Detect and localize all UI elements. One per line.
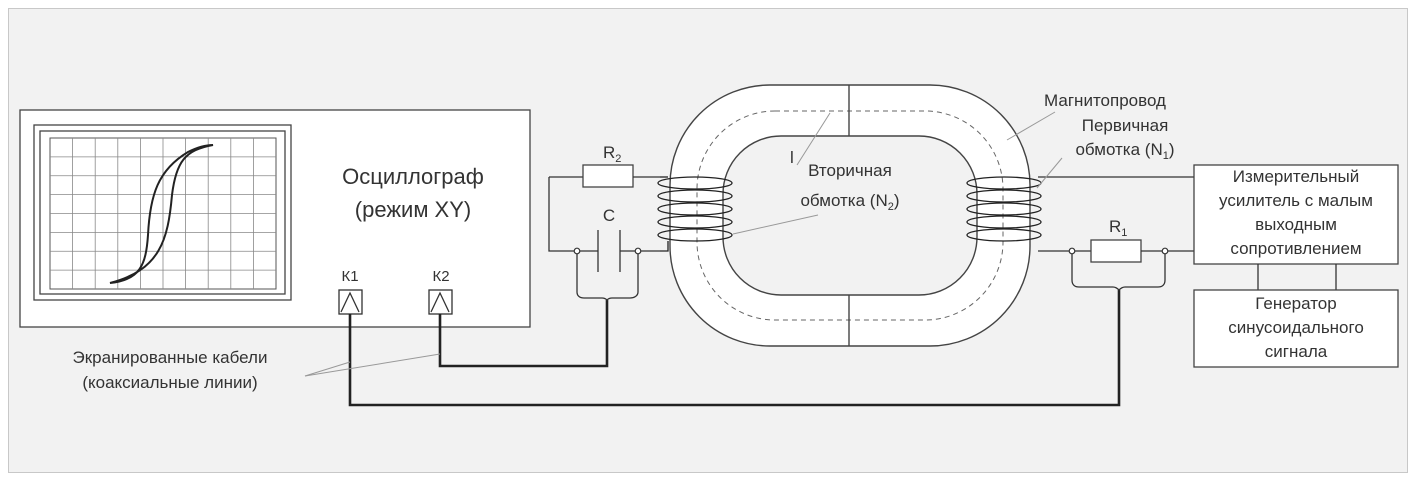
coax-cable-k2: [438, 300, 609, 368]
hysteresis-loop: [109, 144, 214, 284]
cables-label-line2: (коаксиальные линии): [82, 373, 257, 392]
core-inner-edge: [722, 135, 978, 296]
secondary-winding-label-line1: Вторичная: [808, 161, 892, 180]
primary-winding-label-line1: Первичная: [1082, 116, 1169, 135]
oscilloscope: Осциллограф (режим XY) К1 К2: [19, 109, 531, 328]
primary-winding-label-line2: обмотка (N1): [1075, 140, 1174, 162]
secondary-leader: [732, 214, 819, 235]
screen-bezel-outer: [33, 124, 292, 301]
generator-line2: синусоидального: [1228, 318, 1364, 337]
channel-k1-connector[interactable]: [338, 289, 363, 315]
node-c-right: [634, 247, 642, 255]
channel-k2-connector[interactable]: [428, 289, 453, 315]
primary-leader: [1036, 157, 1063, 189]
amplifier-line4: сопротивлением: [1230, 239, 1361, 258]
generator-line1: Генератор: [1255, 294, 1336, 313]
r1-shield-wire: [1071, 251, 1166, 291]
oscilloscope-title: Осциллограф: [342, 164, 484, 189]
channel-k2-label: К2: [432, 268, 449, 285]
amplifier-line2: усилитель с малым: [1219, 191, 1373, 210]
cables-label-line1: Экранированные кабели: [73, 348, 268, 367]
resistor-r2: [582, 164, 634, 188]
measuring-amplifier: Измерительный усилитель с малым выходным…: [1193, 164, 1399, 265]
generator-box: [1193, 289, 1399, 368]
amp-generator-link: [1257, 264, 1337, 290]
primary-circuit: R1: [1038, 176, 1194, 291]
core-leader: [1006, 111, 1056, 141]
signal-generator: Генератор синусоидального сигнала: [1193, 289, 1399, 368]
r2-label: R2: [603, 143, 621, 165]
secondary-circuit: R2 C: [548, 143, 660, 301]
path-length-label: l: [790, 148, 794, 167]
amplifier-line3: выходным: [1255, 215, 1337, 234]
capacitor-c: [597, 230, 621, 272]
capacitor-label: C: [603, 206, 615, 225]
generator-line3: сигнала: [1265, 342, 1328, 361]
resistor-r1: [1090, 239, 1142, 263]
node-r1-left: [1068, 247, 1076, 255]
capacitor-shield-wire: [576, 251, 639, 301]
amplifier-box: [1193, 164, 1399, 265]
coax-cable-k1: [348, 290, 1121, 407]
secondary-winding-label-line2: обмотка (N2): [800, 191, 899, 213]
node-c-left: [573, 247, 581, 255]
secondary-winding: [657, 176, 733, 252]
node-r1-right: [1161, 247, 1169, 255]
channel-k1-label: К1: [341, 268, 358, 285]
r1-label: R1: [1109, 217, 1127, 239]
cable-leader-1: [304, 361, 351, 377]
cable-leader-2: [304, 353, 441, 377]
path-leader: [796, 112, 831, 166]
magnetic-core: [669, 84, 1031, 347]
screen-bezel-inner: [39, 130, 286, 295]
magnetic-core-label: Магнитопровод: [1044, 91, 1166, 110]
secondary-left-wire: [548, 177, 577, 252]
amplifier-line1: Измерительный: [1233, 167, 1359, 186]
oscilloscope-mode: (режим XY): [355, 197, 471, 222]
